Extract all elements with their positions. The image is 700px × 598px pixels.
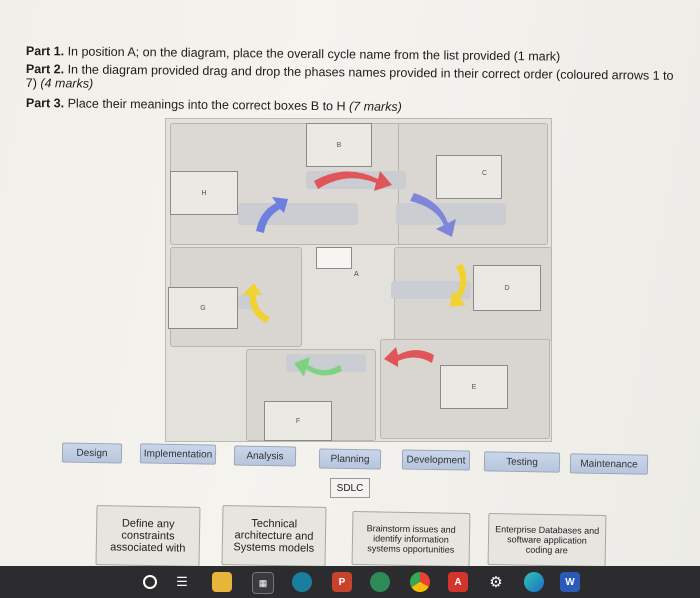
meaning-card-1-text: Define any constraints associated with [110, 517, 186, 555]
edge-icon[interactable] [524, 572, 544, 592]
meaning-card-1[interactable]: Define any constraints associated with [95, 505, 201, 567]
meaning-card-3[interactable]: Brainstorm issues and identify informati… [351, 510, 471, 568]
drop-box-g[interactable]: G [168, 287, 238, 329]
drop-box-f[interactable]: F [264, 401, 332, 441]
part3-label: Part 3. [25, 96, 65, 111]
phase-option-planning[interactable]: Planning [318, 448, 382, 470]
part2-label: Part 2. [25, 62, 65, 77]
meaning-card-4-text: Enterprise Databases and software applic… [495, 524, 600, 556]
instruction-part2: Part 2. In the diagram provided drag and… [26, 62, 676, 97]
label-a: A [354, 271, 359, 278]
task-view-icon[interactable]: ☰ [176, 574, 188, 589]
arrow-2-purple-icon [410, 193, 456, 237]
arrow-3-yellow-icon [450, 263, 467, 307]
label-e: E [471, 383, 477, 391]
drop-box-b[interactable]: B [306, 123, 372, 167]
powerpoint-icon[interactable]: P [332, 572, 352, 592]
meaning-card-4[interactable]: Enterprise Databases and software applic… [487, 512, 607, 568]
cycle-diagram: B C H A D G E F [165, 118, 552, 442]
arrow-1-red-icon [314, 171, 392, 191]
part1-text: In position A; on the diagram, place the… [67, 44, 561, 64]
meaning-card-2-text: Technical architecture and Systems model… [233, 517, 315, 555]
maps-icon[interactable] [370, 572, 390, 592]
instruction-part1: Part 1. In position A; on the diagram, p… [26, 44, 560, 64]
arrow-4-red-icon [384, 347, 434, 367]
drop-box-d[interactable]: D [473, 265, 541, 311]
arrow-7-blue-icon [256, 197, 288, 233]
label-h: H [201, 189, 207, 197]
phase-option-maintenance[interactable]: Maintenance [569, 453, 649, 475]
drop-box-a[interactable] [316, 247, 352, 269]
arrow-slot[interactable] [391, 281, 471, 299]
part3-marks: (7 marks) [348, 99, 402, 114]
meaning-card-3-text: Brainstorm issues and identify informati… [366, 523, 456, 555]
phase-option-analysis[interactable]: Analysis [233, 445, 297, 467]
settings-icon[interactable]: ⚙ [489, 574, 503, 591]
part2-marks: (4 marks) [40, 76, 94, 91]
taskbar: ☰ ▦ P A ⚙ W [0, 566, 700, 598]
search-icon[interactable] [140, 572, 160, 592]
drop-box-e[interactable]: E [440, 365, 508, 409]
label-b: B [336, 141, 342, 149]
drop-box-h[interactable]: H [170, 171, 238, 215]
phase-option-development[interactable]: Development [401, 449, 471, 471]
label-d: D [504, 284, 510, 292]
cycle-arrows [242, 171, 467, 377]
phase-option-implementation[interactable]: Implementation [139, 443, 217, 465]
instruction-part3: Part 3. Place their meanings into the co… [26, 96, 402, 114]
arrow-6-yellow-icon [242, 283, 270, 323]
arrow-slot[interactable] [396, 203, 506, 225]
part1-label: Part 1. [25, 44, 65, 59]
drop-box-c[interactable]: C [436, 155, 502, 199]
arrow-5-green-icon [294, 357, 342, 377]
adobe-icon[interactable]: A [448, 572, 468, 592]
phase-option-design[interactable]: Design [61, 442, 123, 464]
calculator-icon[interactable]: ▦ [252, 572, 274, 594]
chrome-icon[interactable] [410, 572, 430, 592]
label-c: C [481, 170, 487, 177]
edge-dev-icon[interactable] [292, 572, 312, 592]
cycle-name-option-sdlc[interactable]: SDLC [330, 478, 370, 498]
label-f: F [295, 417, 301, 425]
label-g: G [200, 304, 206, 312]
part2-text: In the diagram provided drag and drop th… [25, 62, 674, 91]
part3-text: Place their meanings into the correct bo… [67, 96, 346, 114]
phase-option-testing[interactable]: Testing [483, 451, 561, 473]
file-explorer-icon[interactable] [212, 572, 232, 592]
word-icon[interactable]: W [560, 572, 580, 592]
meaning-card-2[interactable]: Technical architecture and Systems model… [221, 505, 327, 567]
